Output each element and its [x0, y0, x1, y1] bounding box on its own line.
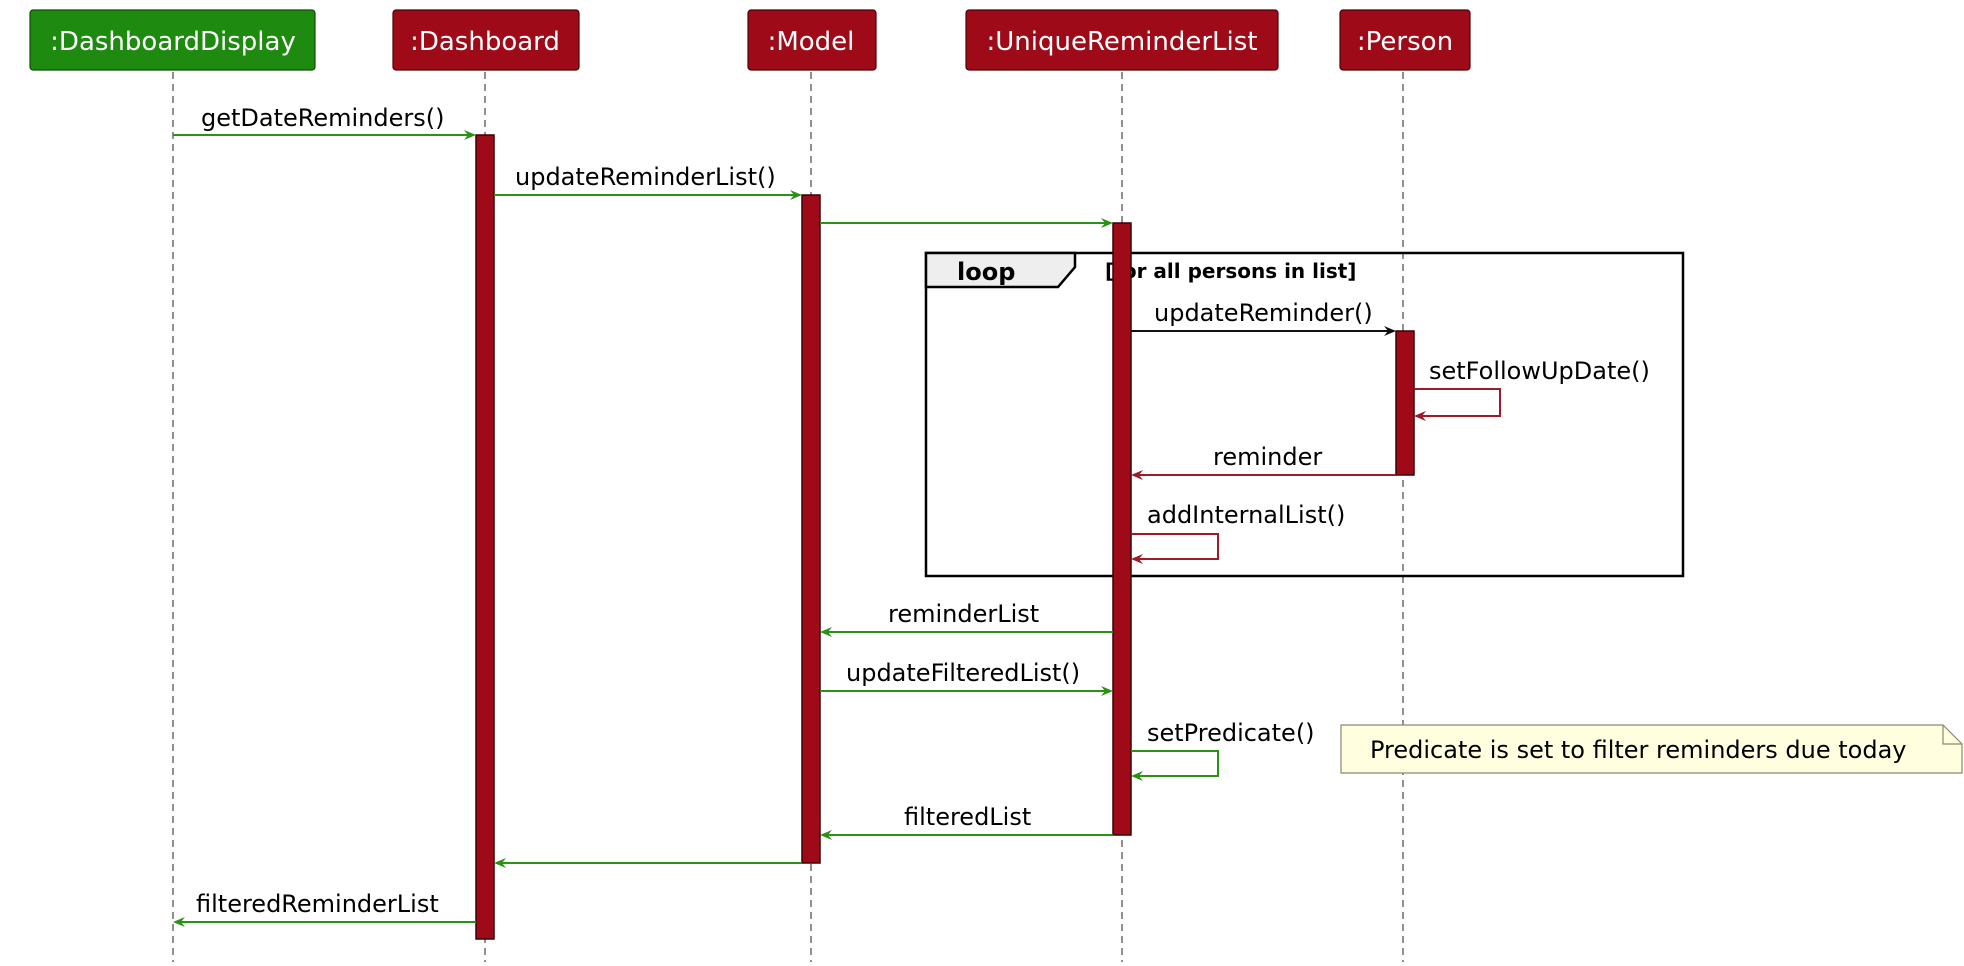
message-update-filtered-list: updateFilteredList()	[820, 659, 1113, 696]
message-reminder-return: reminder	[1131, 443, 1396, 480]
participant-dashboard-display: :DashboardDisplay	[29, 9, 316, 71]
message-arrow	[1414, 388, 1501, 421]
message-filtered-list-return: filteredList	[820, 803, 1113, 840]
participant-box	[392, 9, 580, 71]
message-update-reminder-list: updateReminderList()	[494, 163, 802, 200]
activation-bar-person	[1395, 330, 1415, 476]
participant-label: :DashboardDisplay	[50, 27, 296, 57]
message-set-follow-up-date: setFollowUpDate()	[1414, 357, 1650, 421]
message-label: addInternalList()	[1147, 501, 1345, 529]
message-label: updateReminderList()	[515, 163, 776, 191]
message-label: reminderList	[888, 600, 1039, 628]
activation-bar-dashboard	[475, 134, 495, 940]
predicate-note: Predicate is set to filter reminders due…	[1340, 724, 1963, 774]
message-label: setPredicate()	[1147, 719, 1315, 747]
loop-frame: loop [for all persons in list]	[924, 251, 1685, 578]
activation-bar-unique-reminder-list	[1112, 222, 1132, 836]
participant-box	[1339, 9, 1471, 71]
participant-unique-reminder-list: :UniqueReminderList	[965, 9, 1279, 71]
loop-frame-border	[924, 251, 1685, 578]
message-label: filteredList	[904, 803, 1031, 831]
participant-dashboard: :Dashboard	[392, 9, 580, 71]
message-reminder-list-return: reminderList	[820, 600, 1113, 637]
message-arrow	[1131, 533, 1219, 564]
note-fold	[1942, 725, 1962, 745]
participant-model: :Model	[747, 9, 877, 71]
note-text: Predicate is set to filter reminders due…	[1370, 736, 1907, 764]
participant-label: :Person	[1357, 27, 1453, 57]
participant-label: :Dashboard	[410, 27, 560, 57]
message-arrow	[1131, 750, 1219, 781]
participant-box	[747, 9, 877, 71]
message-label: setFollowUpDate()	[1429, 357, 1650, 385]
participant-label: :UniqueReminderList	[986, 27, 1257, 57]
message-label: reminder	[1213, 443, 1322, 471]
message-label: filteredReminderList	[196, 890, 439, 918]
message-label: updateReminder()	[1154, 299, 1373, 327]
loop-guard: [for all persons in list]	[1105, 259, 1356, 283]
message-set-predicate: setPredicate()	[1131, 719, 1315, 781]
loop-keyword: loop	[957, 258, 1015, 286]
loop-tab	[924, 251, 1077, 289]
message-label: updateFilteredList()	[846, 659, 1080, 687]
participant-box	[965, 9, 1279, 71]
message-get-date-reminders: getDateReminders()	[173, 104, 476, 140]
message-add-internal-list: addInternalList()	[1131, 501, 1345, 564]
message-label: getDateReminders()	[201, 104, 445, 132]
participant-person: :Person	[1339, 9, 1471, 71]
participant-label: :Model	[768, 27, 855, 57]
message-filtered-reminder-list-return: filteredReminderList	[173, 890, 476, 927]
note-box	[1340, 724, 1963, 774]
activation-bar-model	[801, 194, 821, 864]
participant-box	[29, 9, 316, 71]
message-update-reminder: updateReminder()	[1131, 299, 1396, 336]
